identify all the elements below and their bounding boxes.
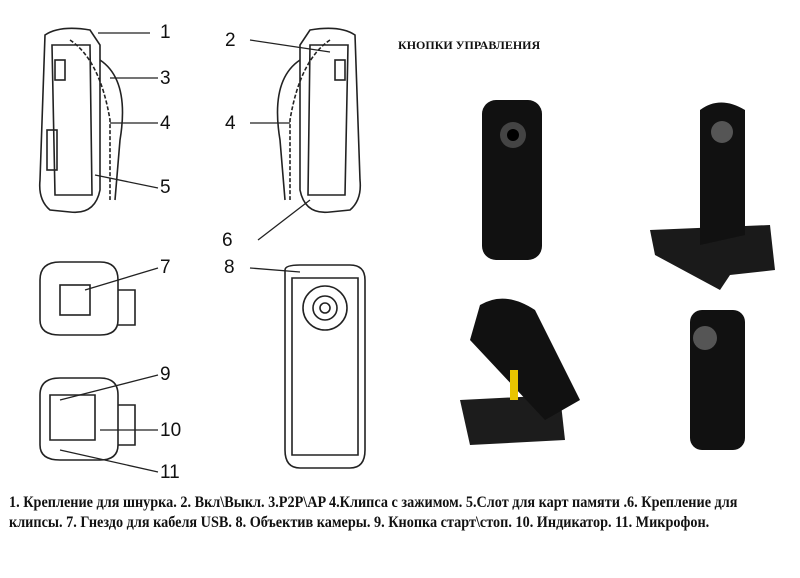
callout-4-left: 4 [160,113,171,134]
controls-title: КНОПКИ УПРАВЛЕНИЯ [398,38,541,52]
callout-5: 5 [160,177,171,198]
callout-8: 8 [224,257,235,278]
callout-2: 2 [225,30,236,51]
legend-caption: 1. Крепление для шнурка. 2. Вкл\Выкл. 3.… [9,494,738,531]
callout-11: 11 [160,462,180,483]
camera-bottom-view [39,261,159,336]
camera-front-view [249,264,366,469]
callout-10: 10 [160,420,182,441]
camera-photo-angled [460,298,580,445]
callout-9: 9 [160,364,171,385]
callout-1: 1 [160,22,171,43]
callout-7: 7 [160,257,171,278]
camera-side-view-left [38,27,159,214]
camera-photo-on-stand [650,102,775,290]
camera-photo-side [690,310,745,450]
callout-6: 6 [222,230,233,251]
callout-3: 3 [160,68,171,89]
camera-top-view [39,374,159,473]
camera-side-view-right [249,27,362,241]
callout-4-right: 4 [225,113,236,134]
camera-photo-front [482,100,542,260]
